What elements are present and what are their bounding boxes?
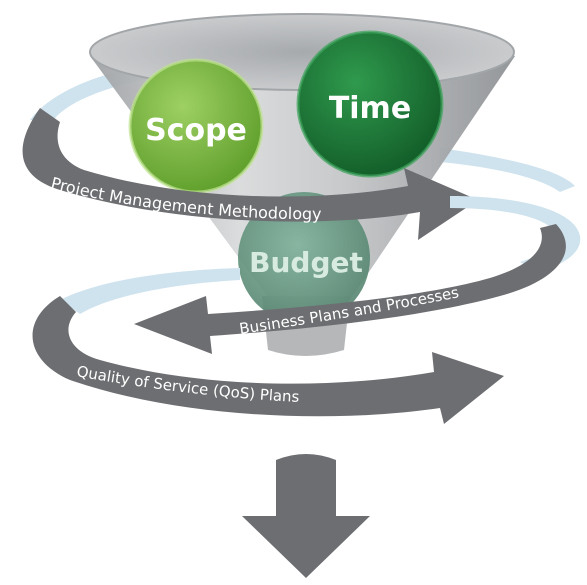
scope-circle: Scope [128, 58, 264, 194]
time-label: Time [329, 91, 411, 126]
lower-band-back [60, 268, 240, 314]
down-arrow-icon [242, 454, 370, 578]
scope-label: Scope [145, 113, 247, 148]
middle-band [134, 224, 566, 354]
budget-circle: Budget [238, 192, 370, 324]
time-circle: Time [296, 30, 444, 178]
top-band [22, 108, 478, 240]
top-band-back-right [440, 148, 575, 192]
budget-label: Budget [249, 246, 363, 279]
bottom-band [32, 296, 505, 424]
